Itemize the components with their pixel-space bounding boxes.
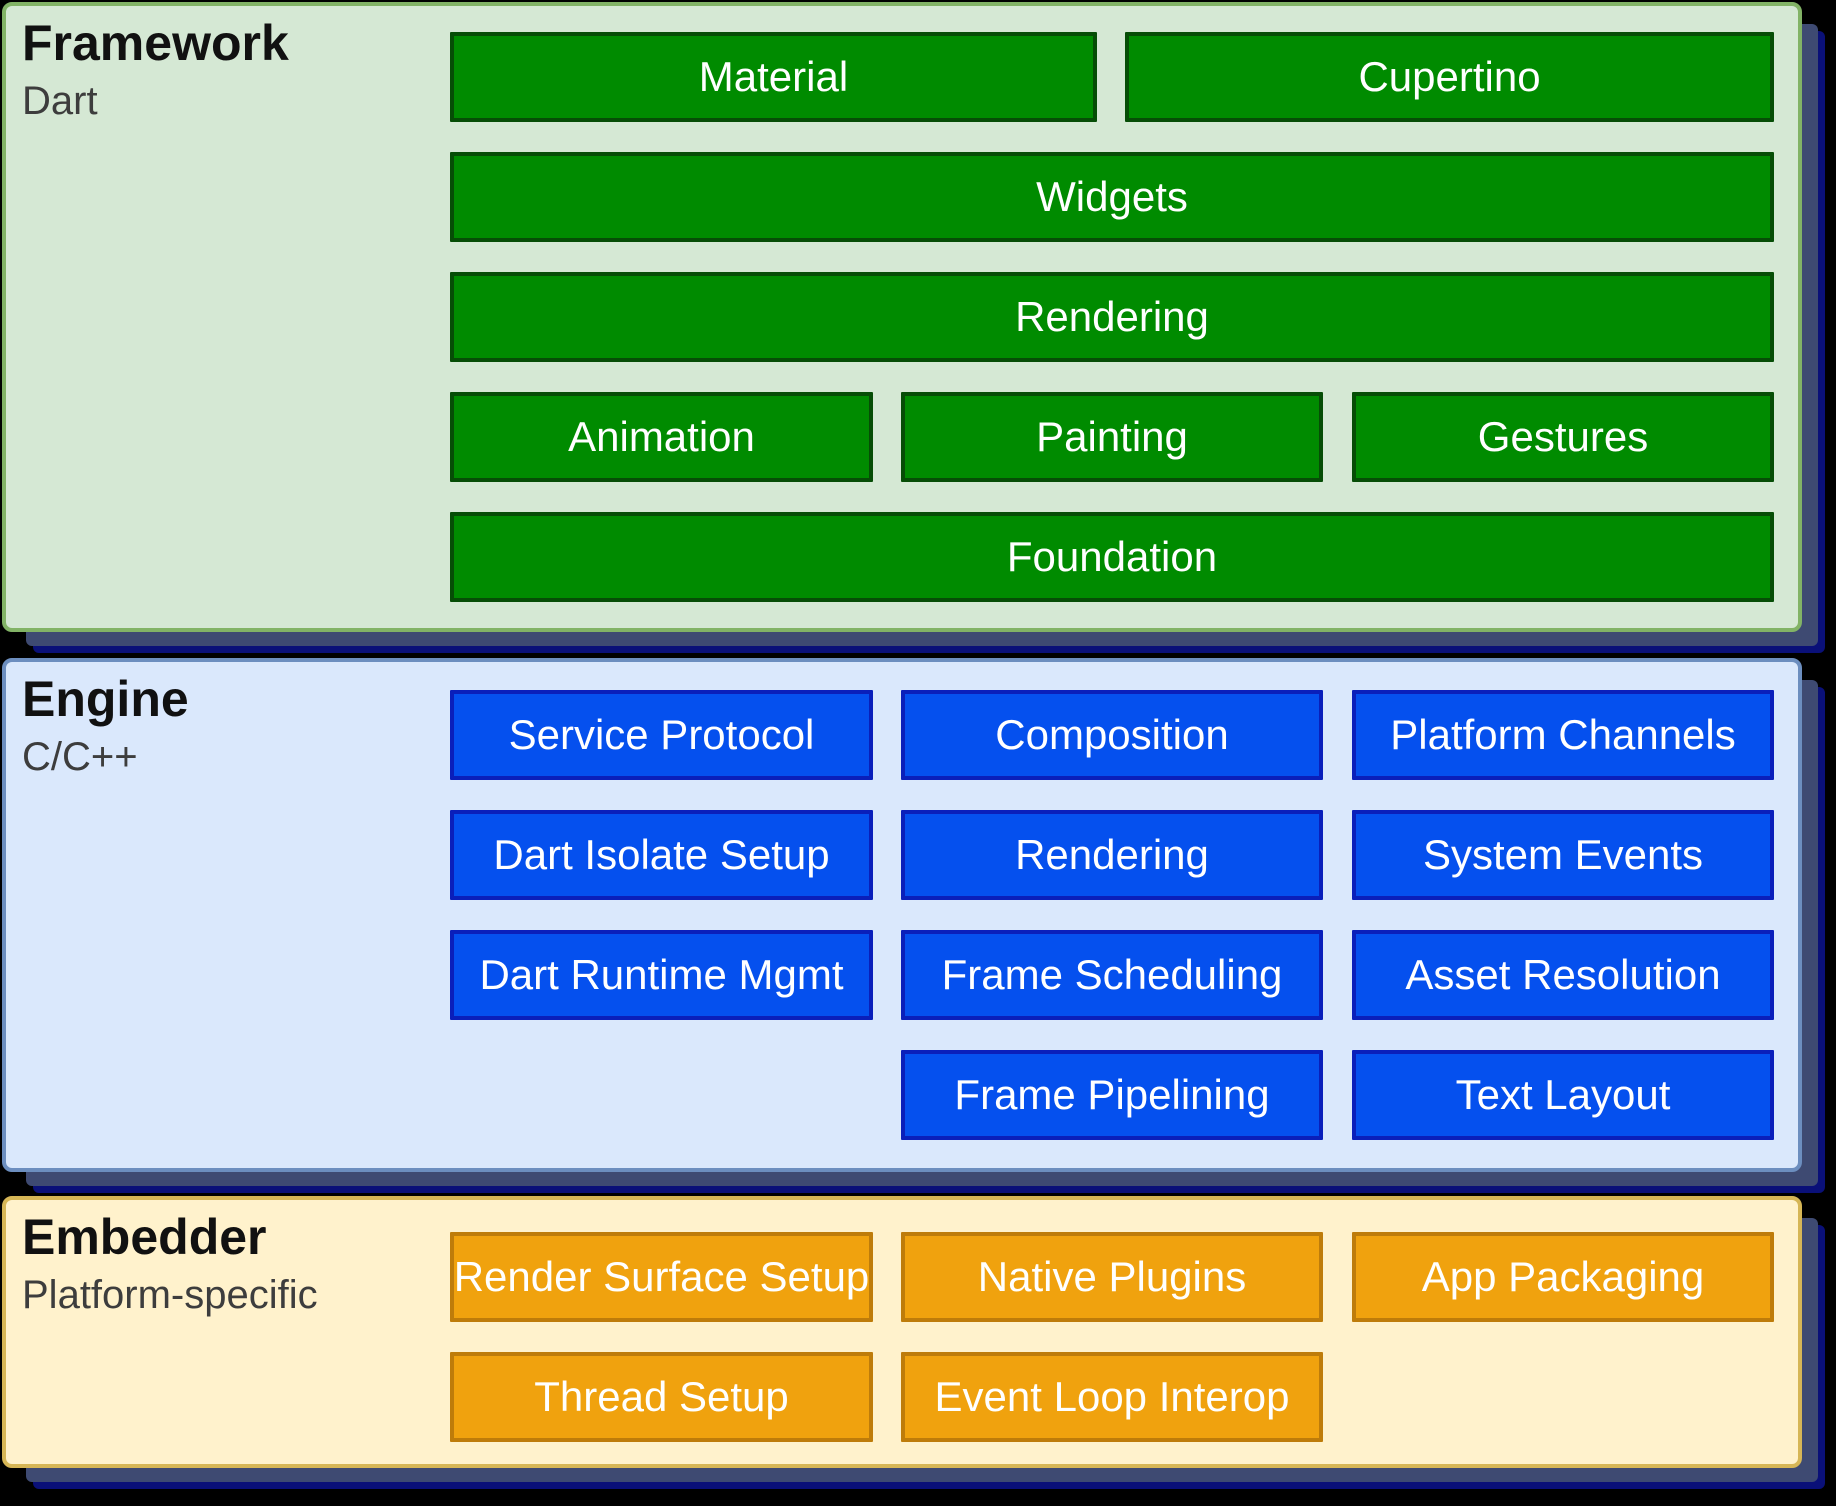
box-native-plugins: Native Plugins (901, 1232, 1323, 1322)
box-animation: Animation (450, 392, 873, 482)
box-rendering: Rendering (450, 272, 1774, 362)
box-composition: Composition (901, 690, 1323, 780)
box-text-layout: Text Layout (1352, 1050, 1774, 1140)
box-system-events: System Events (1352, 810, 1774, 900)
layer-title-engine: Engine (22, 671, 189, 727)
box-widgets: Widgets (450, 152, 1774, 242)
box-dart-runtime-mgmt: Dart Runtime Mgmt (450, 930, 873, 1020)
box-material: Material (450, 32, 1097, 122)
box-gestures: Gestures (1352, 392, 1774, 482)
layer-title-framework: Framework (22, 15, 289, 71)
box-thread-setup: Thread Setup (450, 1352, 873, 1442)
box-asset-resolution: Asset Resolution (1352, 930, 1774, 1020)
box-event-loop-interop: Event Loop Interop (901, 1352, 1323, 1442)
box-dart-isolate-setup: Dart Isolate Setup (450, 810, 873, 900)
box-foundation: Foundation (450, 512, 1774, 602)
layer-subtitle-engine: C/C++ (22, 735, 138, 779)
box-service-protocol: Service Protocol (450, 690, 873, 780)
box-render-surface-setup: Render Surface Setup (450, 1232, 873, 1322)
box-rendering: Rendering (901, 810, 1323, 900)
box-app-packaging: App Packaging (1352, 1232, 1774, 1322)
box-cupertino: Cupertino (1125, 32, 1774, 122)
box-painting: Painting (901, 392, 1323, 482)
layer-subtitle-framework: Dart (22, 79, 98, 123)
box-frame-pipelining: Frame Pipelining (901, 1050, 1323, 1140)
box-platform-channels: Platform Channels (1352, 690, 1774, 780)
box-frame-scheduling: Frame Scheduling (901, 930, 1323, 1020)
layer-subtitle-embedder: Platform-specific (22, 1273, 318, 1317)
layer-title-embedder: Embedder (22, 1209, 267, 1265)
